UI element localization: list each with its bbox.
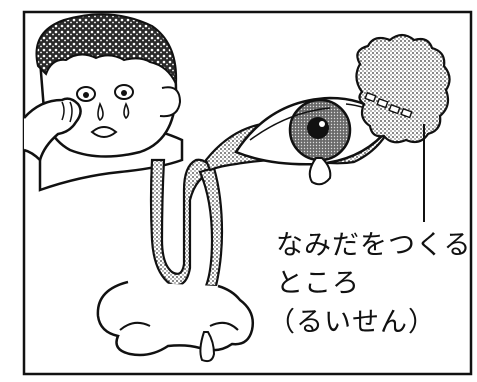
eye-pupil xyxy=(307,117,329,139)
frame-border xyxy=(22,10,473,376)
tear-drop-left xyxy=(97,101,104,122)
nose-drip xyxy=(199,331,216,363)
label-line-2: ところ xyxy=(276,268,360,299)
lacrimal-gland xyxy=(355,33,451,144)
label-line-3: （るいせん） xyxy=(268,307,436,338)
child-hair xyxy=(35,13,178,85)
tear-duct-diagram xyxy=(149,33,451,288)
child-figure xyxy=(23,13,184,192)
nose xyxy=(96,280,254,363)
nose-outline xyxy=(96,280,254,357)
tear-drop-right xyxy=(123,102,130,120)
child-ear xyxy=(159,86,182,118)
nasolacrimal-duct-right xyxy=(198,166,224,288)
child-mouth xyxy=(90,126,118,138)
label-line-1: なみだをつくる xyxy=(276,230,472,261)
tear-drop-eye xyxy=(308,157,332,186)
child-arm xyxy=(23,97,82,163)
